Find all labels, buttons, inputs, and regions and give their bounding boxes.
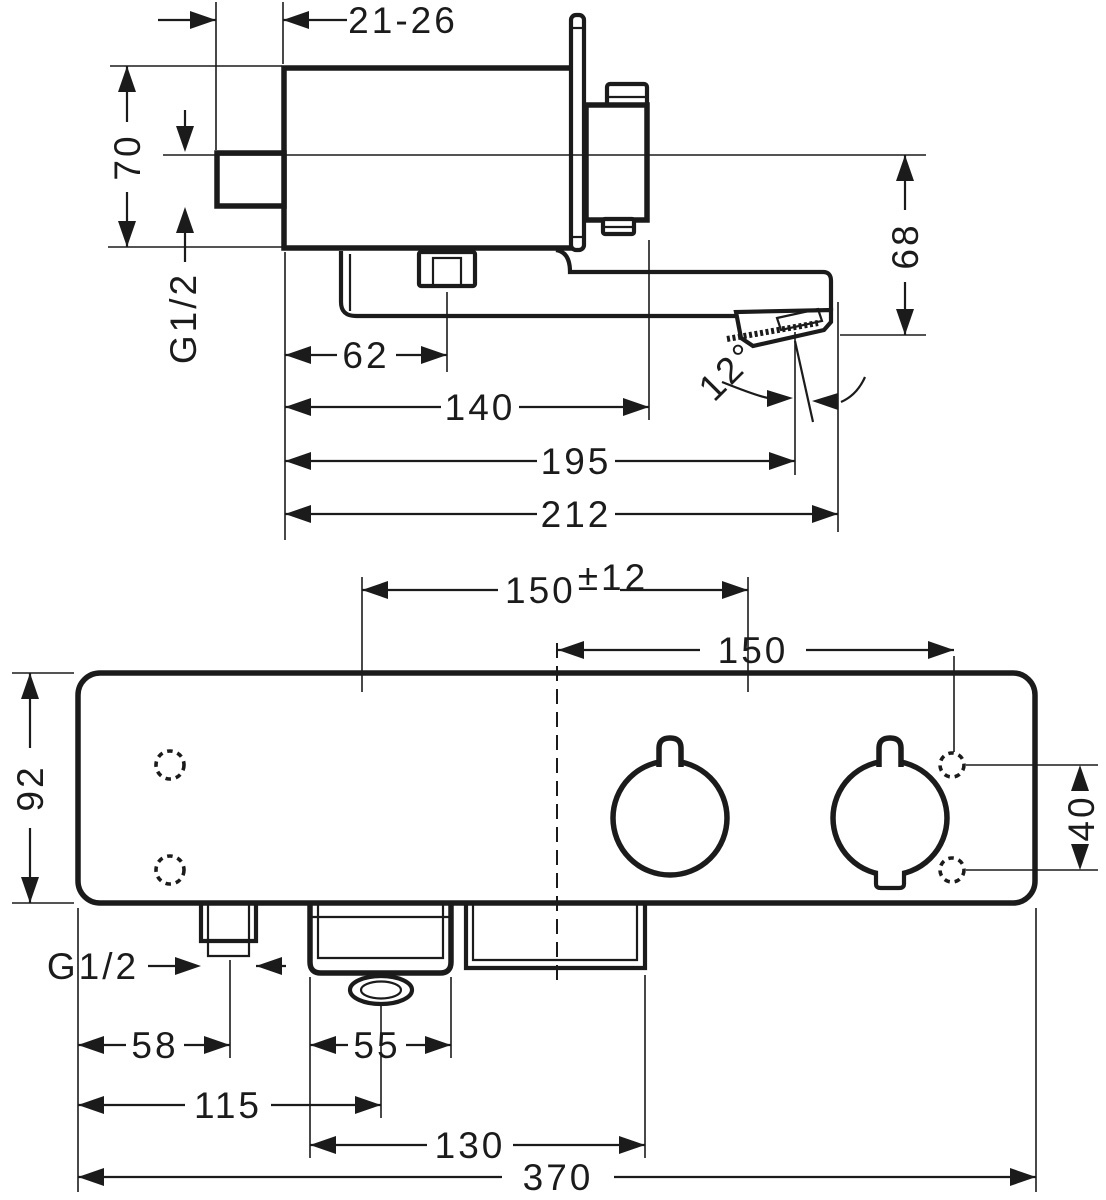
side-handle-knob (583, 81, 650, 237)
screw-hole-right-top (938, 751, 966, 779)
side-aerator-outlet (726, 307, 834, 349)
label-center-to-screws: 150 (718, 630, 789, 671)
temperature-handle (610, 735, 730, 878)
front-outlet-stub (198, 905, 259, 958)
dim-front-center-to-screws: 150 (558, 630, 955, 752)
label-total-depth: 212 (541, 494, 612, 535)
dim-front-bracket-span: 130 (310, 975, 646, 1166)
dim-front-outlet-thread: G1/2 (47, 946, 286, 987)
dim-side-total-depth: 212 (285, 302, 839, 535)
label-wall-depth: 21-26 (348, 0, 458, 41)
supply-spacing-tolerance: ±12 (578, 557, 648, 598)
front-spout-base (307, 905, 454, 1007)
dim-front-screw-spacing: 40 (966, 764, 1102, 871)
dim-front-spout-center-offset: 115 (78, 1006, 382, 1126)
temperature-handle-marker (656, 735, 684, 767)
screw-hole-right-bottom (938, 856, 966, 884)
label-spout-connection: 62 (342, 335, 389, 376)
dim-front-total-width: 370 (78, 1157, 1036, 1198)
screw-hole-left-top (154, 749, 186, 781)
side-inlet-stub (214, 150, 287, 209)
front-wall-bracket (463, 905, 648, 971)
dim-front-body-height: 92 (10, 672, 74, 904)
label-depth-to-handle: 140 (445, 387, 516, 428)
label-body-height-side: 70 (107, 133, 148, 180)
label-body-height-front: 92 (10, 764, 51, 811)
dim-side-spout-connection: 62 (285, 292, 448, 376)
label-spout-center-offset: 115 (194, 1085, 262, 1126)
volume-handle-tab (873, 871, 907, 891)
label-screw-spacing: 40 (1061, 794, 1102, 841)
dim-side-depth-to-handle: 140 (285, 240, 650, 428)
dim-front-spout-width: 55 (310, 977, 452, 1066)
dim-side-inlet-thread: G1/2 (163, 110, 204, 364)
dim-side-body-height: 70 (107, 65, 282, 248)
front-aerator-outer (347, 973, 415, 1007)
label-bracket-span: 130 (435, 1125, 506, 1166)
dim-front-supply-spacing: 150±12 (361, 557, 749, 692)
label-outlet-drop: 68 (885, 222, 926, 269)
supply-spacing-value: 150 (505, 570, 576, 611)
label-depth-to-outlet: 195 (541, 441, 612, 482)
screw-hole-left-bottom (154, 854, 186, 886)
side-spout (338, 247, 834, 349)
volume-handle (830, 735, 950, 891)
label-spout-width: 55 (353, 1025, 400, 1066)
aerator-screen (726, 320, 819, 342)
dim-side-outlet-angle: 12° (691, 334, 867, 423)
dim-front-outlet-offset: 58 (78, 960, 231, 1066)
side-wall-plate (568, 12, 587, 253)
dim-side-outlet-drop: 68 (840, 155, 926, 336)
label-inlet-thread-side: G1/2 (163, 272, 204, 364)
front-aerator-inner (359, 980, 403, 1000)
side-view: 21-26 70 G1/2 62 (107, 0, 926, 540)
front-view: 150±12 150 92 40 (10, 557, 1102, 1198)
label-total-width: 370 (523, 1157, 594, 1198)
side-valve-body (281, 65, 578, 251)
dim-side-depth-to-outlet: 195 (285, 332, 796, 482)
volume-handle-marker (876, 735, 904, 767)
label-outlet-offset: 58 (131, 1025, 178, 1066)
label-supply-spacing: 150±12 (505, 557, 648, 611)
side-spout-nut (416, 249, 478, 289)
label-outlet-thread-front: G1/2 (47, 946, 139, 987)
dim-side-wall-depth: 21-26 (158, 0, 458, 150)
